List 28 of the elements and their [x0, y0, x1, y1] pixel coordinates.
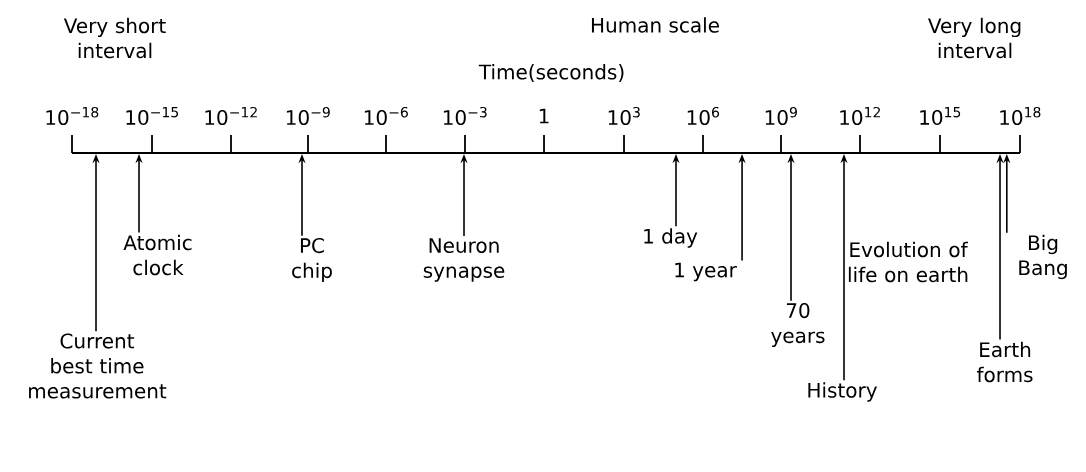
tick-label: 10$^{−6}$	[364, 106, 408, 126]
event-label: Atomic clock	[123, 234, 192, 276]
heading-text: Very long interval	[928, 17, 1021, 59]
tick-label: 10$^{3}$	[608, 106, 640, 126]
tick-label: 10$^{18}$	[1000, 106, 1041, 126]
tick-label: 10$^{−9}$	[286, 106, 330, 126]
event-label: History	[808, 382, 877, 402]
event-label: 1 year	[675, 262, 737, 282]
tick-label: 10$^{−18}$	[46, 106, 99, 126]
event-label: Earth forms	[976, 341, 1033, 383]
tick-label: 10$^{9}$	[765, 106, 797, 126]
event-label: PC chip	[292, 238, 332, 282]
tick-label: 10$^{15}$	[920, 107, 961, 125]
tick-label: 10$^{−3}$	[443, 106, 487, 126]
tick-label: 10$^{12}$	[840, 106, 880, 126]
axis-title: Time(seconds)	[478, 64, 624, 82]
tick-label: 10$^{−12}$	[205, 106, 257, 126]
tick-label: 10$^{6}$	[687, 106, 720, 126]
event-label: Neuron synapse	[423, 238, 505, 282]
event-label: Current best time measurement	[29, 333, 167, 399]
tick-label: 1	[539, 108, 549, 124]
event-label: Big Bang	[1019, 234, 1067, 280]
heading-text: Very short interval	[63, 17, 166, 59]
heading-text: Human scale	[591, 17, 719, 33]
event-label: 1 day	[644, 228, 698, 248]
tick-label: 10$^{−15}$	[126, 107, 179, 125]
event-label: 70 years	[771, 303, 825, 347]
event-label: Evolution of life on earth	[848, 241, 968, 283]
